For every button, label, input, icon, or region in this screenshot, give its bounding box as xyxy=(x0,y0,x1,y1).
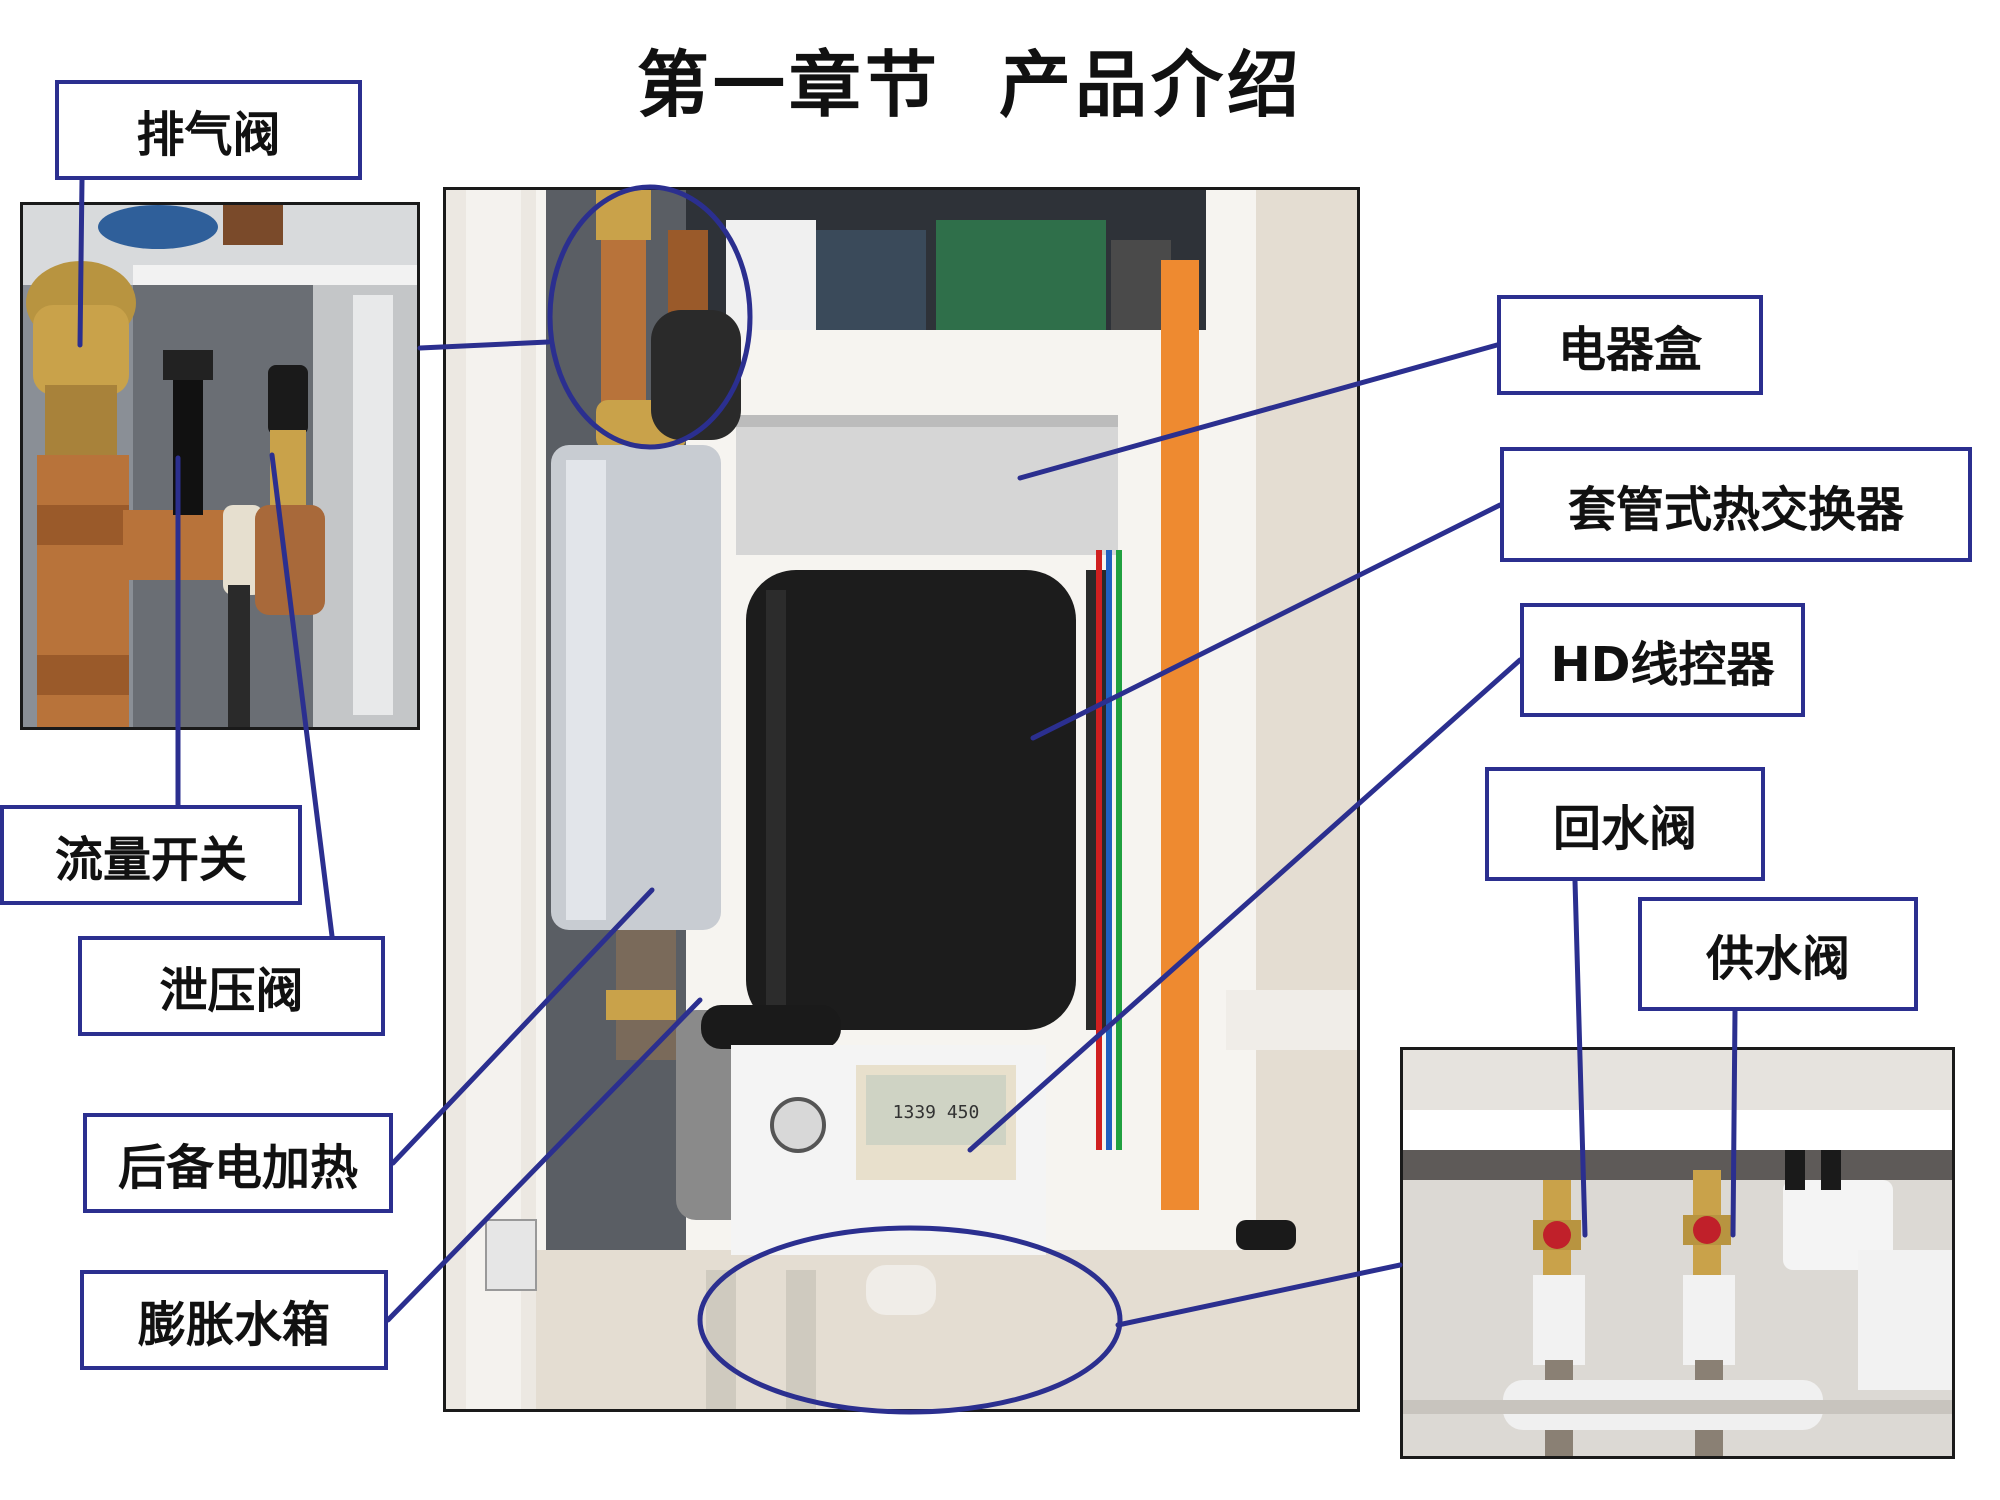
label-flow-switch: 流量开关 xyxy=(0,805,302,905)
label-tube-heat-exchanger: 套管式热交换器 xyxy=(1500,447,1972,562)
label-switch-box: 电器盒 xyxy=(1497,295,1763,395)
inset-photo-water-valves xyxy=(1400,1047,1955,1459)
label-air-vent-valve: 排气阀 xyxy=(55,80,362,180)
label-backup-heater: 后备电加热 xyxy=(83,1113,393,1213)
label-return-valve: 回水阀 xyxy=(1485,767,1765,881)
label-hd-controller: HD线控器 xyxy=(1520,603,1805,717)
label-pressure-relief-valve: 泄压阀 xyxy=(78,936,385,1036)
main-photo-indoor-unit: 1339 450 xyxy=(443,187,1360,1412)
label-supply-valve: 供水阀 xyxy=(1638,897,1918,1011)
controller-display-text: 1339 450 xyxy=(893,1102,980,1123)
inset-photo-valves xyxy=(20,202,420,730)
page-title: 第一章节 产品介绍 xyxy=(636,43,1304,127)
label-expansion-tank: 膨胀水箱 xyxy=(80,1270,388,1370)
